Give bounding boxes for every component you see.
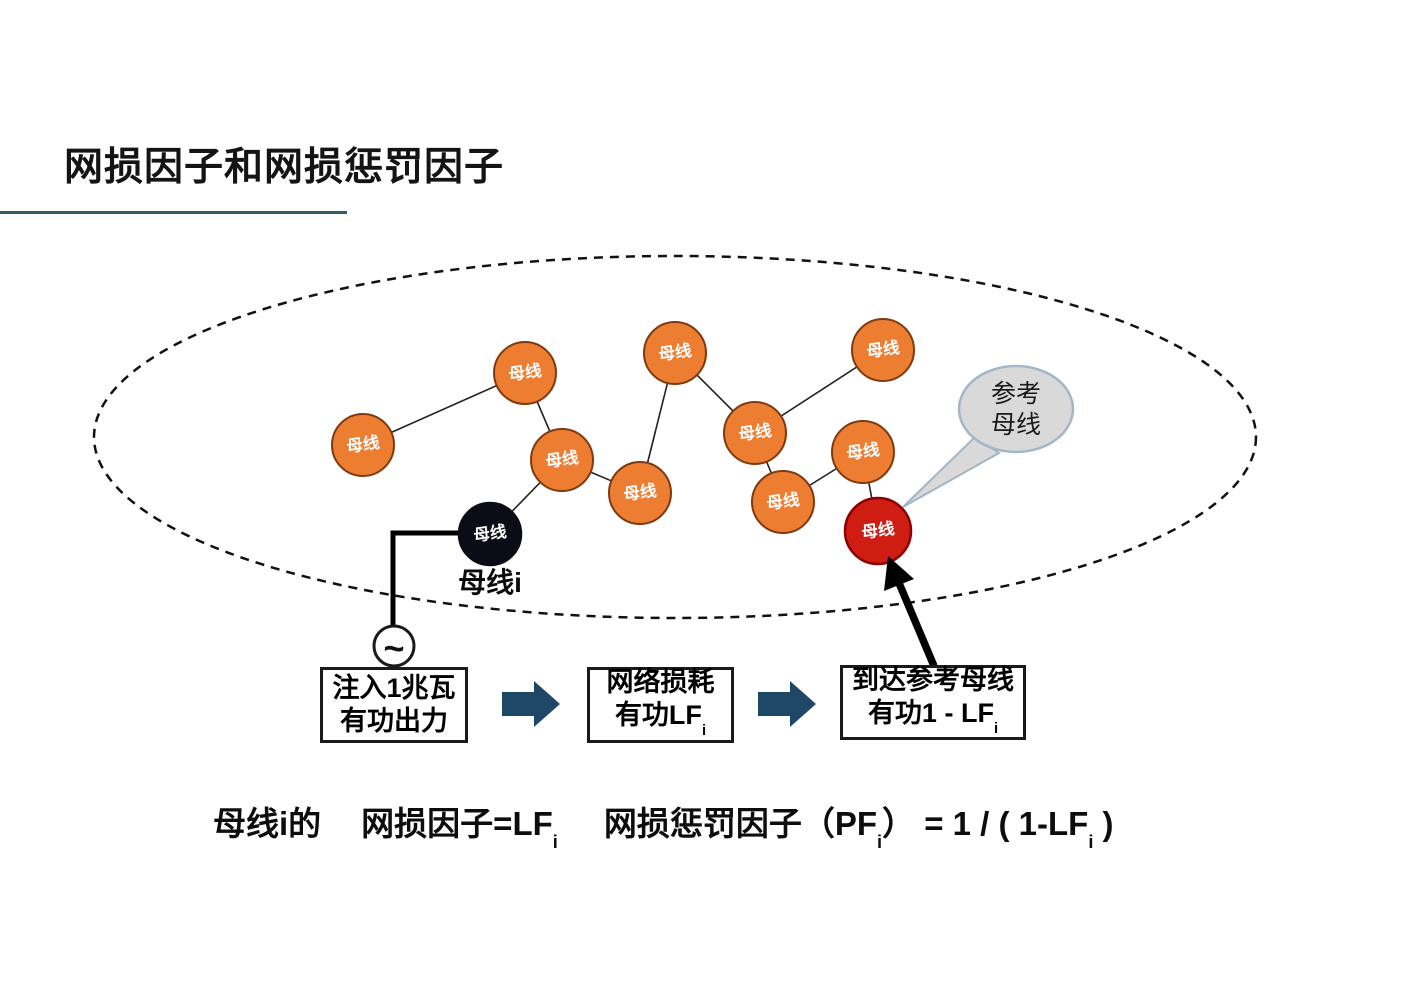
generator-connector-line bbox=[390, 530, 490, 627]
bus-node-orange bbox=[643, 321, 707, 385]
reference-bus-bubble bbox=[957, 364, 1075, 454]
flow-box-loss-line2: 有功LFi bbox=[614, 700, 707, 740]
to-reference-arrow-head bbox=[884, 556, 914, 591]
bus-node-orange bbox=[608, 461, 672, 525]
flow-box-inject-line1: 注入1兆瓦 bbox=[332, 673, 456, 703]
flow-arrow-1 bbox=[502, 681, 560, 727]
formula-bus-i: 母线i的 bbox=[213, 805, 322, 842]
flow-box-arrive-line1: 到达参考母线 bbox=[852, 664, 1014, 695]
bus-node-orange bbox=[831, 420, 895, 484]
bubble-text-line1: 参考 bbox=[991, 380, 1041, 408]
bus-node-orange bbox=[851, 318, 915, 382]
formula-loss-factor: 网损因子=LFi bbox=[361, 805, 558, 853]
to-reference-arrow-shaft bbox=[895, 581, 938, 668]
flow-box-loss-line1: 网络损耗 bbox=[606, 667, 715, 698]
bus-i-caption: 母线i bbox=[458, 567, 522, 598]
generator-symbol-circle bbox=[372, 624, 416, 668]
flow-box-loss: 网络损耗 有功LFi bbox=[587, 667, 734, 743]
flow-box-inject-line2: 有功出力 bbox=[340, 706, 448, 736]
flow-box-arrive-line2: 有功1 - LFi bbox=[867, 697, 999, 737]
bus-node-orange bbox=[530, 428, 594, 492]
bubble-tail bbox=[902, 435, 1001, 508]
system-boundary-dashed-ellipse bbox=[92, 254, 1258, 620]
bus-node-orange bbox=[751, 470, 815, 534]
flow-box-inject: 注入1兆瓦 有功出力 bbox=[320, 667, 468, 743]
bus-node-orange bbox=[493, 341, 557, 405]
bubble-text-line2: 母线 bbox=[991, 411, 1041, 439]
bus-node-orange bbox=[331, 413, 395, 477]
page-title: 网损因子和网损惩罚因子 bbox=[64, 146, 505, 189]
bus-node-red bbox=[843, 496, 913, 566]
generator-tilde: ~ bbox=[383, 628, 404, 669]
flow-box-arrive: 到达参考母线 有功1 - LFi bbox=[840, 665, 1026, 740]
formula-line: 母线i的 网损因子=LFi 网损惩罚因子（PFi） = 1 / ( 1-LFi ) bbox=[213, 797, 1114, 853]
network-nodes: 母线母线母线母线母线母线母线母线母线母线母线 bbox=[331, 318, 915, 567]
bus-node-orange bbox=[723, 401, 787, 465]
formula-penalty-factor: 网损惩罚因子（PFi） = 1 / ( 1-LFi ) bbox=[603, 805, 1114, 853]
bus-node-black bbox=[457, 501, 523, 567]
flow-arrow-2 bbox=[758, 681, 816, 727]
title-underline-rule bbox=[0, 211, 347, 214]
